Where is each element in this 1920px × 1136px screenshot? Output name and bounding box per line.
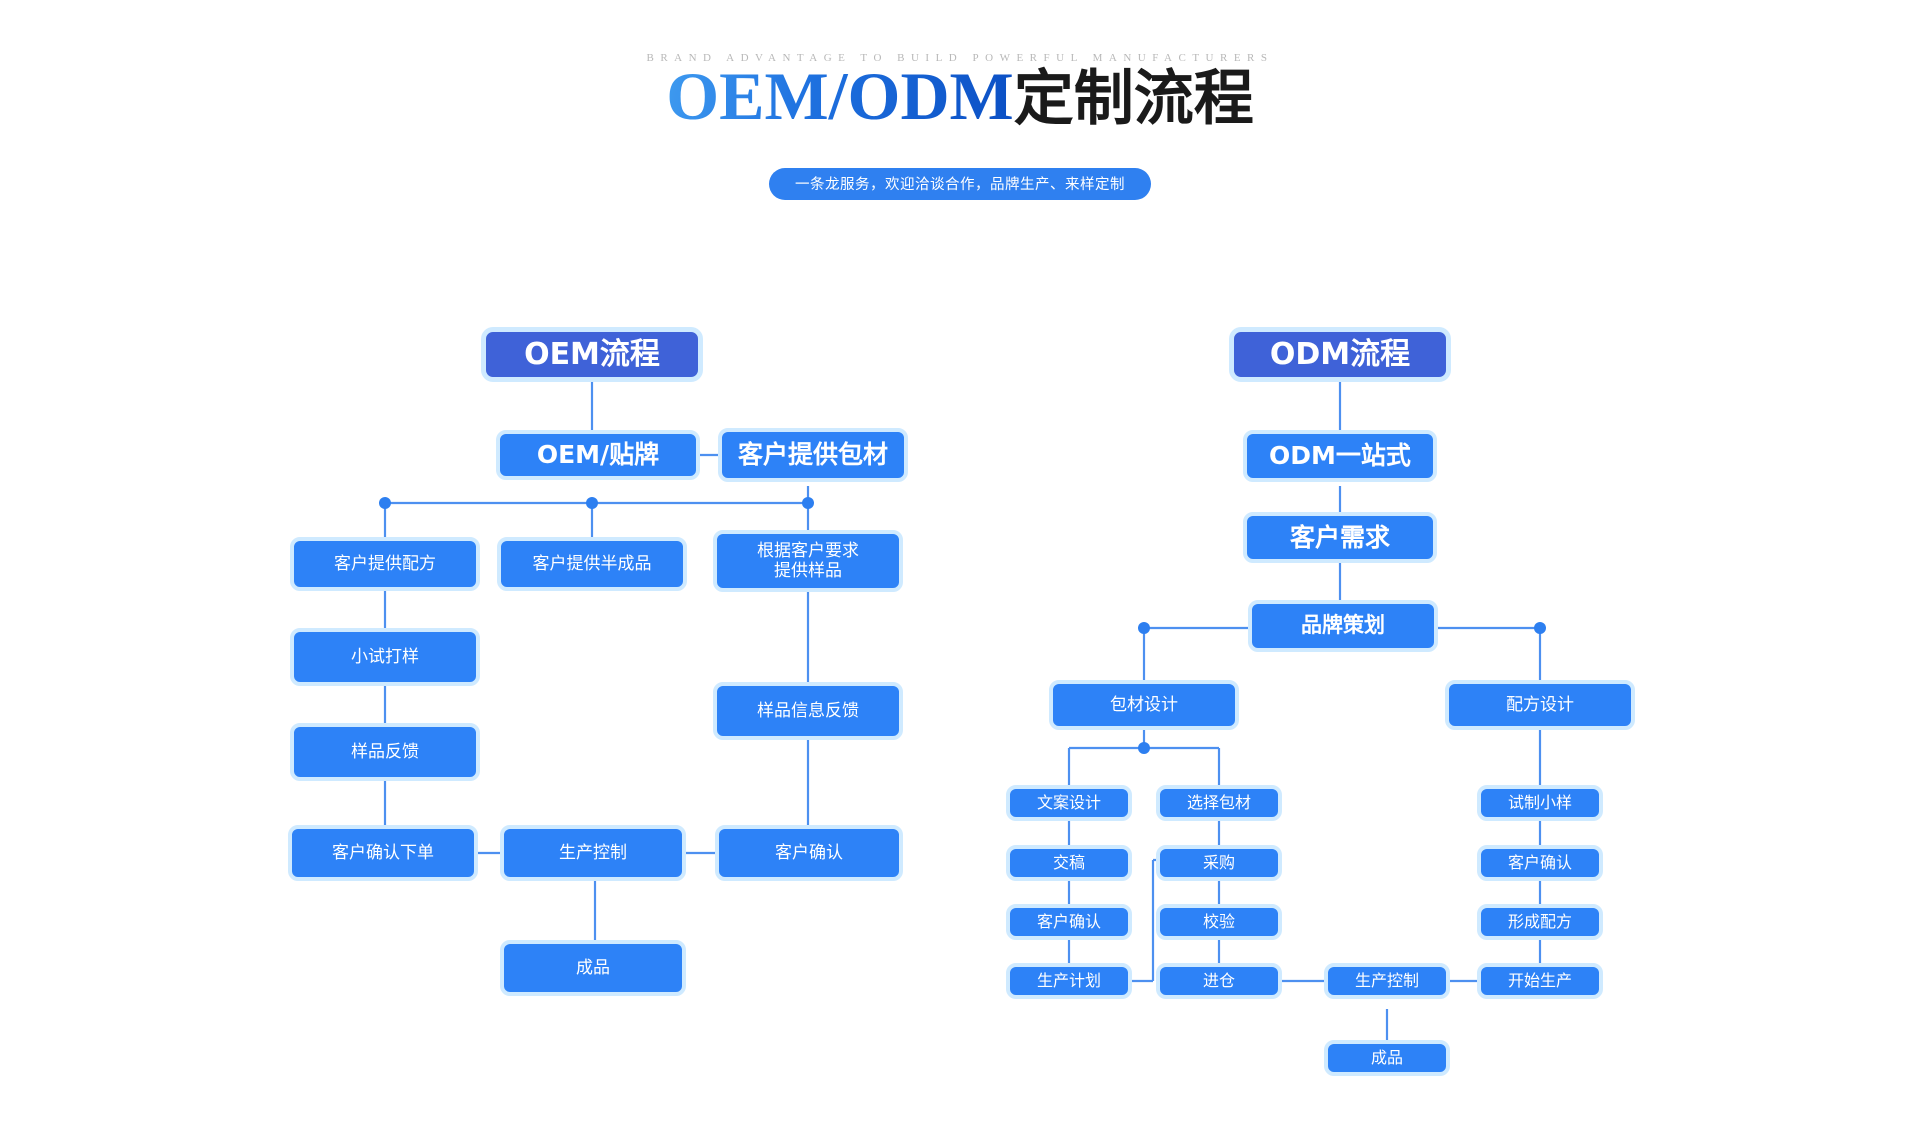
node-oem-label[interactable]: OEM/贴牌 [496, 430, 700, 480]
node-sample-info-feedback[interactable]: 样品信息反馈 [713, 682, 903, 740]
node-odm-customer-confirm-left[interactable]: 客户确认 [1006, 904, 1132, 940]
node-form-formula[interactable]: 形成配方 [1477, 904, 1603, 940]
oem-flow-heading: OEM流程 [481, 327, 703, 382]
node-trial-small-sample[interactable]: 试制小样 [1477, 785, 1603, 821]
node-brand-planning[interactable]: 品牌策划 [1248, 600, 1438, 652]
node-warehouse-in[interactable]: 进仓 [1156, 963, 1282, 999]
node-customer-packaging[interactable]: 客户提供包材 [718, 428, 908, 482]
node-oem-production-control[interactable]: 生产控制 [500, 825, 686, 881]
node-odm-customer-confirm-right[interactable]: 客户确认 [1477, 845, 1603, 881]
node-copy-design[interactable]: 文案设计 [1006, 785, 1132, 821]
node-customer-formula[interactable]: 客户提供配方 [290, 537, 480, 591]
node-odm-finished-product[interactable]: 成品 [1324, 1040, 1450, 1076]
tagline-wrapper: 一条龙服务，欢迎洽谈合作，品牌生产、来样定制 [0, 168, 1920, 200]
node-sample-feedback[interactable]: 样品反馈 [290, 723, 480, 781]
node-formula-design[interactable]: 配方设计 [1445, 680, 1635, 730]
page-header: BRAND ADVANTAGE TO BUILD POWERFUL MANUFA… [0, 0, 1920, 210]
node-trial-sample[interactable]: 小试打样 [290, 628, 480, 686]
node-customer-demand[interactable]: 客户需求 [1243, 512, 1437, 563]
node-submit-draft[interactable]: 交稿 [1006, 845, 1132, 881]
node-sample-per-request[interactable]: 根据客户要求 提供样品 [713, 530, 903, 592]
node-oem-customer-confirm[interactable]: 客户确认 [715, 825, 903, 881]
node-start-production[interactable]: 开始生产 [1477, 963, 1603, 999]
node-verify[interactable]: 校验 [1156, 904, 1282, 940]
page-title: OEM/ODM定制流程 [0, 62, 1920, 130]
node-purchase[interactable]: 采购 [1156, 845, 1282, 881]
odm-flow-heading: ODM流程 [1229, 327, 1451, 382]
node-odm-production-control[interactable]: 生产控制 [1324, 963, 1450, 999]
page-title-en: OEM/ODM [666, 58, 1014, 134]
node-production-plan[interactable]: 生产计划 [1006, 963, 1132, 999]
node-customer-semifinished[interactable]: 客户提供半成品 [497, 537, 687, 591]
tagline-badge: 一条龙服务，欢迎洽谈合作，品牌生产、来样定制 [769, 168, 1151, 200]
eyebrow-text: BRAND ADVANTAGE TO BUILD POWERFUL MANUFA… [646, 52, 1274, 64]
node-odm-onestop[interactable]: ODM一站式 [1243, 430, 1437, 482]
node-oem-finished-product[interactable]: 成品 [500, 940, 686, 996]
page-title-cn: 定制流程 [1013, 64, 1254, 134]
node-packaging-design[interactable]: 包材设计 [1049, 680, 1239, 730]
node-customer-confirm-order[interactable]: 客户确认下单 [288, 825, 478, 881]
node-select-packaging[interactable]: 选择包材 [1156, 785, 1282, 821]
